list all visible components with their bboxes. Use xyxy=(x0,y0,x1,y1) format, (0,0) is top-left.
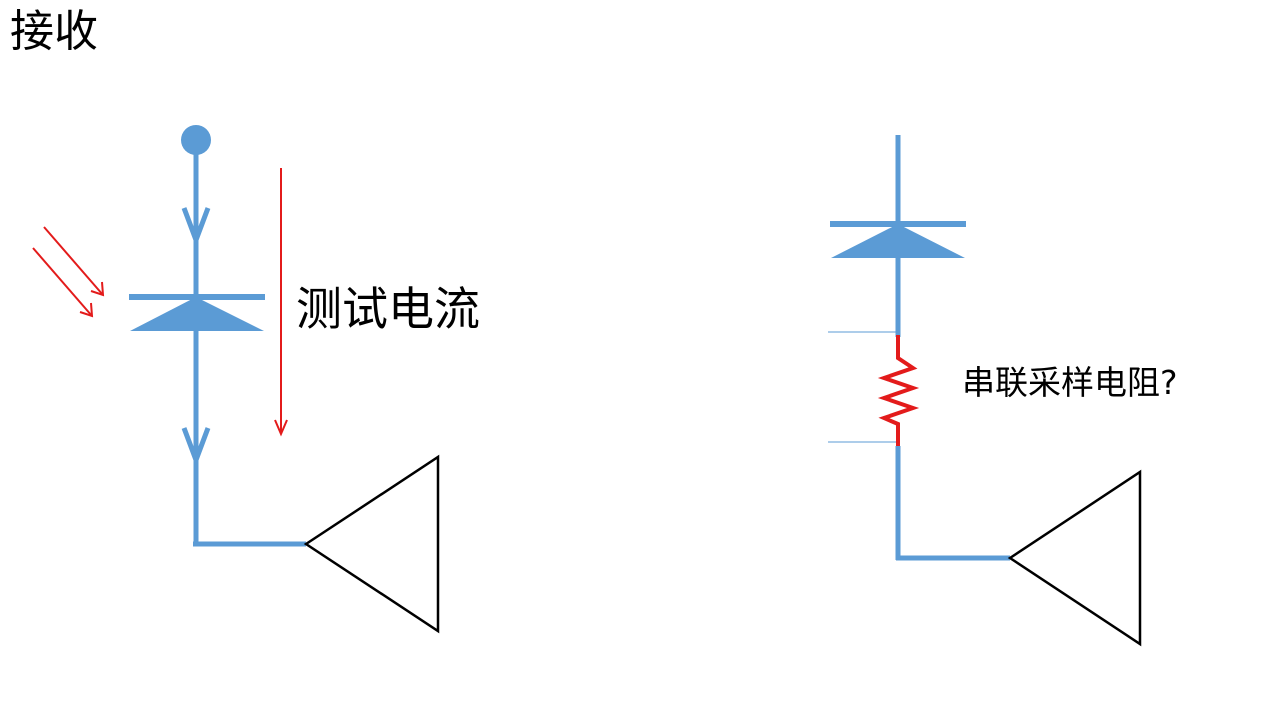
current-direction-arrow-upper xyxy=(181,207,211,248)
sampling-resistor-label: 串联采样电阻? xyxy=(962,363,1178,402)
current-direction-arrow-lower xyxy=(181,427,211,468)
test-current-arrow xyxy=(274,168,288,437)
photodiode-triangle xyxy=(831,224,965,258)
amplifier-triangle xyxy=(1007,469,1142,647)
photodiode-triangle xyxy=(130,297,264,331)
photodiode xyxy=(129,294,265,331)
right-circuit xyxy=(828,135,1142,647)
incident-light-arrows xyxy=(32,226,105,318)
amplifier-triangle xyxy=(303,454,440,634)
photodiode xyxy=(830,221,966,258)
sampling-resistor xyxy=(877,335,920,446)
test-current-label: 测试电流 xyxy=(296,282,480,336)
input-node xyxy=(181,125,211,155)
left-circuit xyxy=(32,125,440,634)
slide-title: 接收 xyxy=(10,6,98,57)
